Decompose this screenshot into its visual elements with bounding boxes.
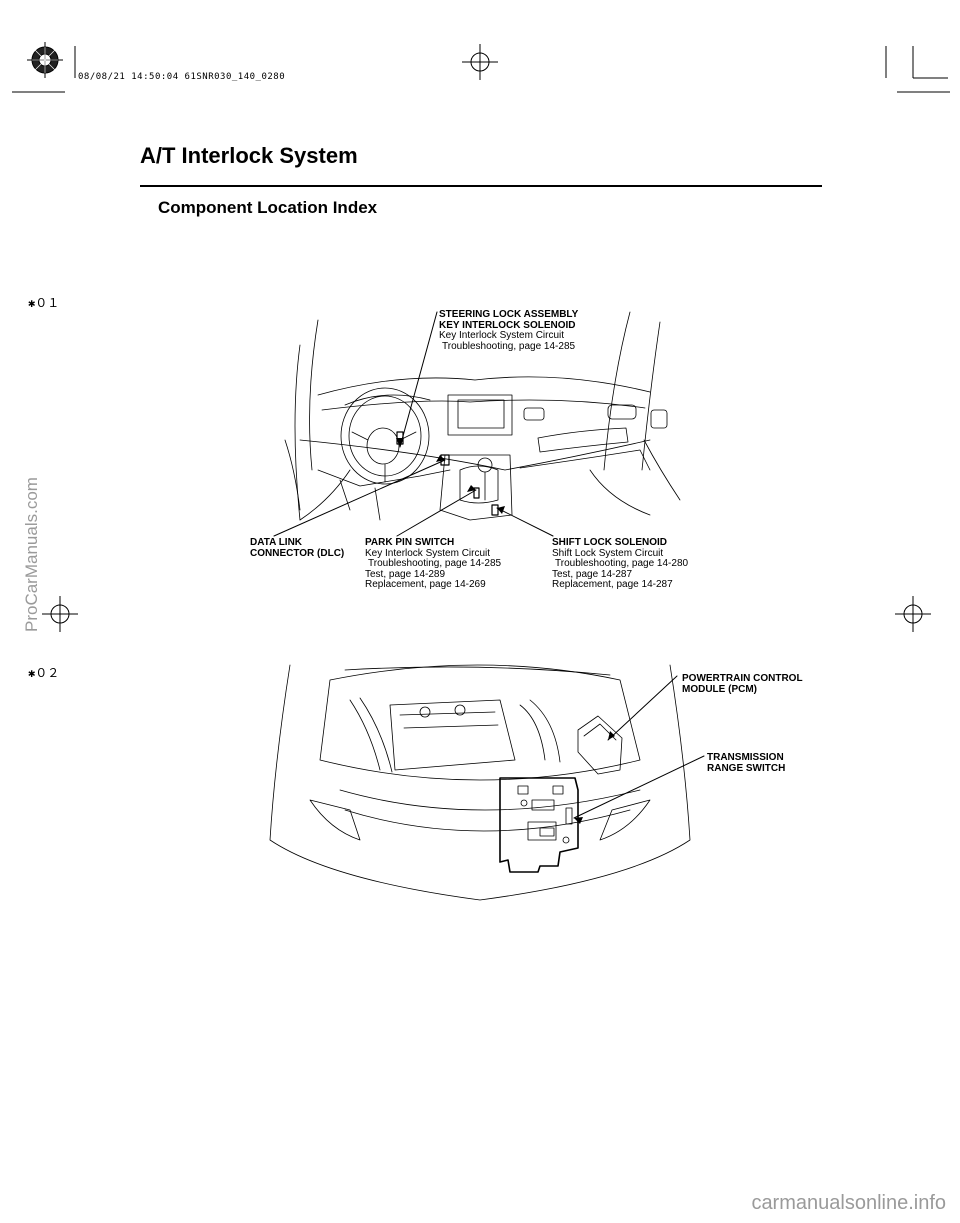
- callout-heading: MODULE (PCM): [682, 683, 757, 695]
- callout-dlc: DATA LINK CONNECTOR (DLC): [250, 537, 345, 559]
- callout-shift-lock-solenoid: SHIFT LOCK SOLENOID Shift Lock System Ci…: [552, 537, 689, 591]
- print-stamp: 08/08/21 14:50:04 61SNR030_140_0280: [78, 72, 286, 82]
- component-markers: [396, 431, 499, 516]
- callout-text: Key Interlock System Circuit: [439, 330, 565, 341]
- callout-text: Troubleshooting, page 14-280: [555, 558, 689, 569]
- callout-heading: STEERING LOCK ASSEMBLY: [439, 309, 579, 320]
- page-title: A/T Interlock System: [140, 143, 358, 168]
- leader-lines: [273, 311, 705, 819]
- section-title: Component Location Index: [158, 198, 378, 217]
- callout-text: Replacement, page 14-269: [365, 579, 486, 590]
- callout-heading: DATA LINK: [250, 537, 303, 548]
- callout-text: Test, page 14-289: [365, 568, 446, 580]
- callout-pcm: POWERTRAIN CONTROL MODULE (PCM): [682, 673, 803, 695]
- margin-mark-2: ✱０２: [28, 666, 60, 680]
- callout-heading: TRANSMISSION: [707, 752, 784, 763]
- callout-steering-lock: STEERING LOCK ASSEMBLY KEY INTERLOCK SOL…: [439, 309, 579, 352]
- callout-heading: SHIFT LOCK SOLENOID: [552, 537, 667, 548]
- engine-bay-drawing: [269, 664, 691, 901]
- callout-heading: KEY INTERLOCK SOLENOID: [439, 319, 576, 331]
- callout-heading: CONNECTOR (DLC): [250, 547, 345, 559]
- callout-text: Troubleshooting, page 14-285: [368, 558, 502, 569]
- callout-transmission-range-switch: TRANSMISSION RANGE SWITCH: [707, 752, 786, 774]
- title-rule: [140, 185, 822, 187]
- callout-text: Replacement, page 14-287: [552, 579, 673, 590]
- callout-heading: POWERTRAIN CONTROL: [682, 673, 803, 684]
- side-watermark: ProCarManuals.com: [22, 477, 41, 632]
- callout-text: Troubleshooting, page 14-285: [442, 340, 576, 352]
- callout-text: Key Interlock System Circuit: [365, 547, 491, 559]
- callout-heading: RANGE SWITCH: [707, 762, 786, 774]
- footer-watermark: carmanualsonline.info: [751, 1192, 946, 1214]
- callout-heading: PARK PIN SWITCH: [365, 537, 455, 548]
- margin-mark-1: ✱０１: [28, 296, 60, 310]
- callout-text: Test, page 14-287: [552, 568, 633, 580]
- dashboard-drawing: [284, 311, 681, 521]
- callout-park-pin-switch: PARK PIN SWITCH Key Interlock System Cir…: [365, 537, 502, 591]
- leader-arrowheads: [396, 438, 615, 824]
- callout-text: Shift Lock System Circuit: [552, 547, 664, 559]
